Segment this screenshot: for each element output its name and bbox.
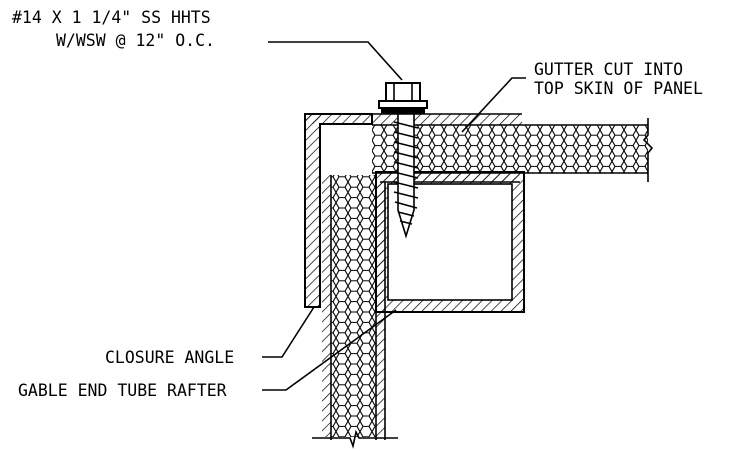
rafter-leader <box>262 309 397 391</box>
closure-angle <box>304 113 373 308</box>
top-skin <box>372 114 522 125</box>
leader-lines <box>262 41 526 391</box>
closure-angle-label: CLOSURE ANGLE <box>105 348 234 367</box>
screw-callout-line1: #14 X 1 1/4" SS HHTS <box>12 8 211 27</box>
gutter-callout-line1: GUTTER CUT INTO <box>534 60 683 79</box>
screw-callout-line2: W/WSW @ 12" O.C. <box>56 31 215 50</box>
gutter-leader <box>461 77 526 133</box>
roof-panel-core <box>372 125 648 173</box>
screw-leader <box>268 41 403 81</box>
tube-rafter <box>375 171 525 313</box>
tube-rafter-label: GABLE END TUBE RAFTER <box>18 381 227 400</box>
closure-leader <box>262 306 315 358</box>
wall-panel-core <box>331 175 376 437</box>
hex-head-screw-icon <box>378 82 428 239</box>
wall-outer-skin <box>322 175 331 437</box>
gutter-callout-line2: TOP SKIN OF PANEL <box>534 79 703 98</box>
